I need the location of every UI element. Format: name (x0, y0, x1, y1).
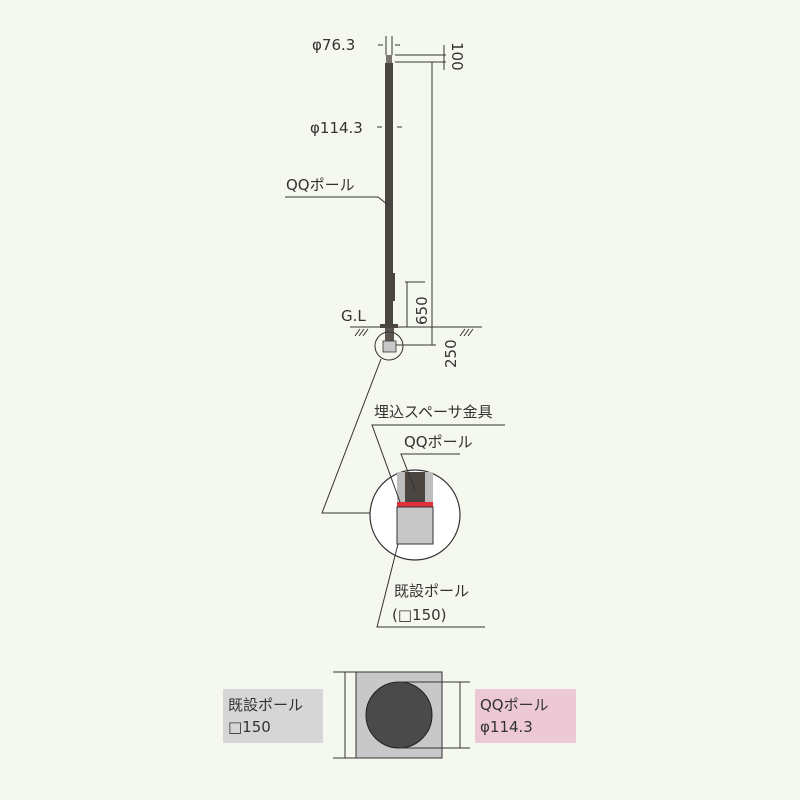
ground-hatch (354, 328, 474, 337)
spacer-label: 埋込スペーサ金具 (374, 403, 493, 421)
detail-leader (321, 358, 382, 514)
detail-pole-leader (400, 453, 460, 491)
qq-pole-section (365, 681, 433, 749)
top-length-dim (395, 45, 446, 70)
existing-pole-leader (376, 543, 485, 628)
qq-diameter-dim (399, 681, 470, 749)
existing-width-dim (333, 671, 356, 759)
section-view: 既設ポール □150 QQポール φ114.3 (223, 671, 576, 759)
existing-pole-label: 既設ポール (394, 582, 469, 600)
existing-pole-small (382, 340, 397, 353)
detail-marker-circle (374, 331, 404, 361)
pole-label: QQポール (286, 176, 355, 194)
detail-pole-label: QQポール (404, 433, 473, 451)
detail-view: 埋込スペーサ金具 QQポール 既設ポール (□150) (321, 358, 505, 628)
qq-box-line2: φ114.3 (480, 718, 533, 736)
qq-pole-box (475, 689, 576, 743)
handle-height-label: 650 (413, 296, 431, 325)
qq-box-line1: QQポール (480, 696, 549, 714)
top-diameter-dim (378, 36, 400, 55)
embed-depth-dim (396, 327, 436, 346)
detail-existing-pole (396, 506, 434, 545)
pole-top-section (386, 55, 392, 64)
spacer-fitting (397, 502, 433, 507)
embed-depth-label: 250 (442, 339, 460, 368)
ground-level-label: G.L (341, 307, 366, 325)
top-diameter-label: φ76.3 (312, 36, 355, 54)
pole-base-flange (380, 324, 398, 328)
handle-height-dim (405, 281, 425, 327)
existing-pole-size-label: (□150) (392, 606, 447, 624)
detail-qq-pole (405, 472, 425, 503)
pole-leader (285, 196, 389, 206)
pole-diameter-label: φ114.3 (310, 119, 363, 137)
pole (385, 63, 393, 328)
top-length-label: 100 (448, 42, 466, 71)
pole-below-ground (385, 328, 394, 341)
existing-box-line2: □150 (228, 718, 271, 736)
pole-handle (393, 273, 395, 301)
existing-box-line1: 既設ポール (228, 696, 303, 714)
elevation-view: φ76.3 100 φ114.3 QQポール 650 G.L 250 (285, 36, 482, 368)
spacer-leader (371, 424, 505, 503)
existing-pole-box (223, 689, 323, 743)
